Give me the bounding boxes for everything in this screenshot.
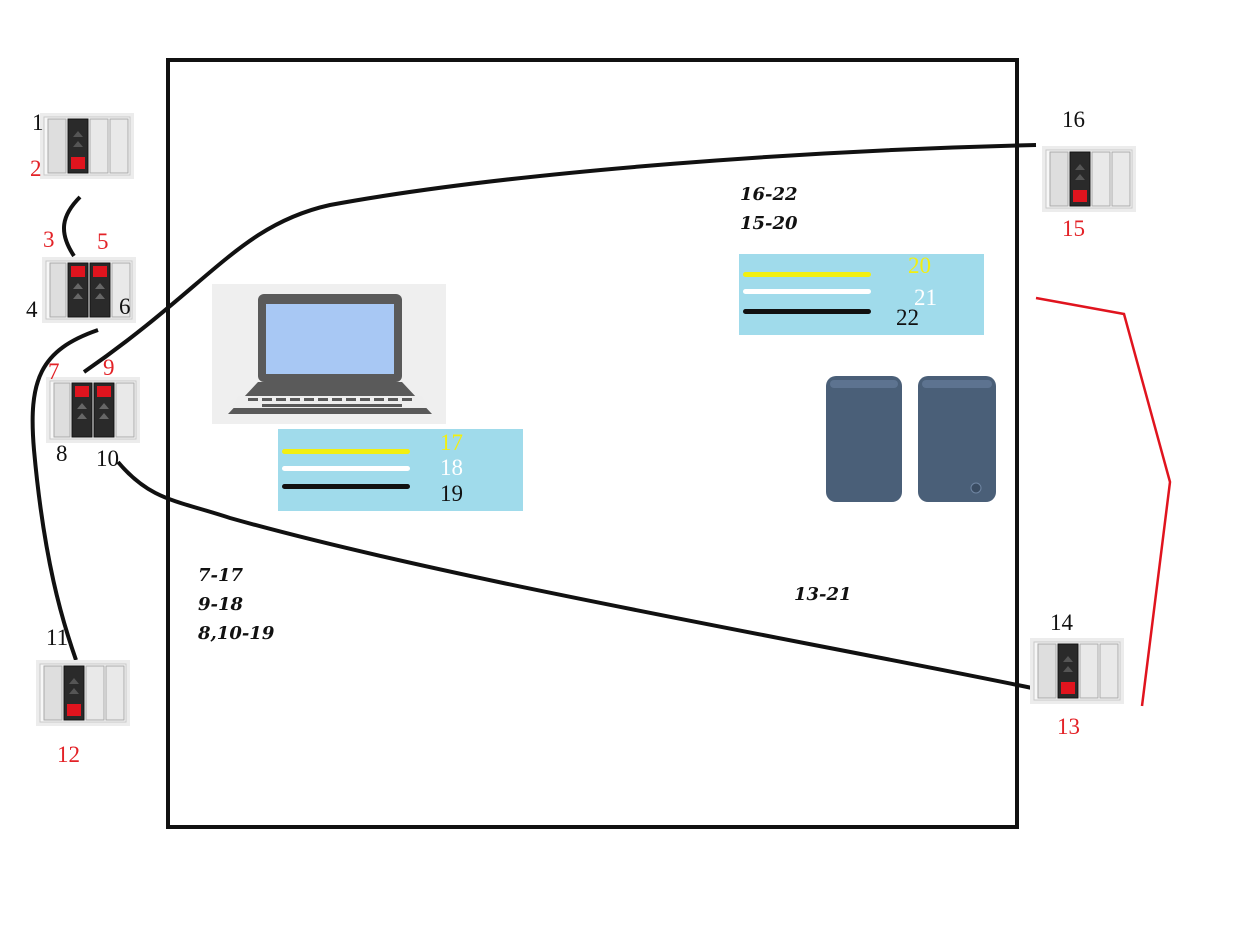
cable-label-17: 17 xyxy=(440,430,463,455)
terminal-label-9: 9 xyxy=(103,355,115,380)
cable-label-18: 18 xyxy=(440,455,463,480)
terminal-label-4: 4 xyxy=(26,297,38,322)
terminal-label-8: 8 xyxy=(56,441,68,466)
wire-9-to-16 xyxy=(82,143,1037,374)
room-outline xyxy=(166,58,1019,829)
wire-red-15-to-13 xyxy=(1035,296,1172,707)
wire-6-to-11 xyxy=(30,328,99,661)
speaker-yellow-wire xyxy=(743,272,871,277)
terminal-label-15: 15 xyxy=(1062,216,1085,241)
connection-note: 8,10-19 xyxy=(198,623,275,644)
wall-plate-1-2 xyxy=(39,112,135,180)
wall-plate-13-14 xyxy=(1029,637,1125,705)
speaker-white-wire xyxy=(743,289,871,294)
laptop-white-wire xyxy=(282,466,410,471)
terminal-label-5: 5 xyxy=(97,229,109,254)
laptop-yellow-wire xyxy=(282,449,410,454)
wall-plate-7-10 xyxy=(45,376,141,444)
terminal-label-16: 16 xyxy=(1062,107,1085,132)
speakers-icon xyxy=(822,366,1000,510)
laptop-black-wire xyxy=(282,484,410,489)
terminal-label-1: 1 xyxy=(32,110,44,135)
connection-notes-left: 7-17 9-18 8,10-19 xyxy=(198,561,274,648)
terminal-label-13: 13 xyxy=(1057,714,1080,739)
terminal-label-3: 3 xyxy=(43,227,55,252)
cable-label-22: 22 xyxy=(896,305,919,330)
connection-note: 7-17 xyxy=(198,565,244,586)
terminal-label-14: 14 xyxy=(1050,610,1073,635)
cable-label-21: 21 xyxy=(914,285,937,310)
connection-notes-right-mid: 13-21 xyxy=(794,580,852,609)
terminal-label-12: 12 xyxy=(57,742,80,767)
connection-note: 9-18 xyxy=(198,594,244,615)
connection-notes-right-top: 16-22 15-20 xyxy=(740,180,798,238)
laptop-cable-panel xyxy=(278,429,523,511)
cable-label-20: 20 xyxy=(908,253,931,278)
cable-label-19: 19 xyxy=(440,481,463,506)
wall-plate-11-12 xyxy=(35,659,131,727)
terminal-label-7: 7 xyxy=(48,359,60,384)
wall-plate-15-16 xyxy=(1041,145,1137,213)
connection-note: 13-21 xyxy=(794,584,852,605)
speaker-black-wire xyxy=(743,309,871,314)
terminal-label-2: 2 xyxy=(30,156,42,181)
speaker-cable-panel xyxy=(739,254,984,335)
terminal-label-6: 6 xyxy=(119,294,131,319)
wire-3-to-1 xyxy=(61,195,82,258)
terminal-label-10: 10 xyxy=(96,446,119,471)
connection-note: 16-22 xyxy=(740,184,798,205)
wire-10-to-14 xyxy=(116,460,1033,690)
terminal-label-11: 11 xyxy=(46,625,69,650)
connection-note: 15-20 xyxy=(740,213,798,234)
laptop-icon xyxy=(212,284,446,424)
